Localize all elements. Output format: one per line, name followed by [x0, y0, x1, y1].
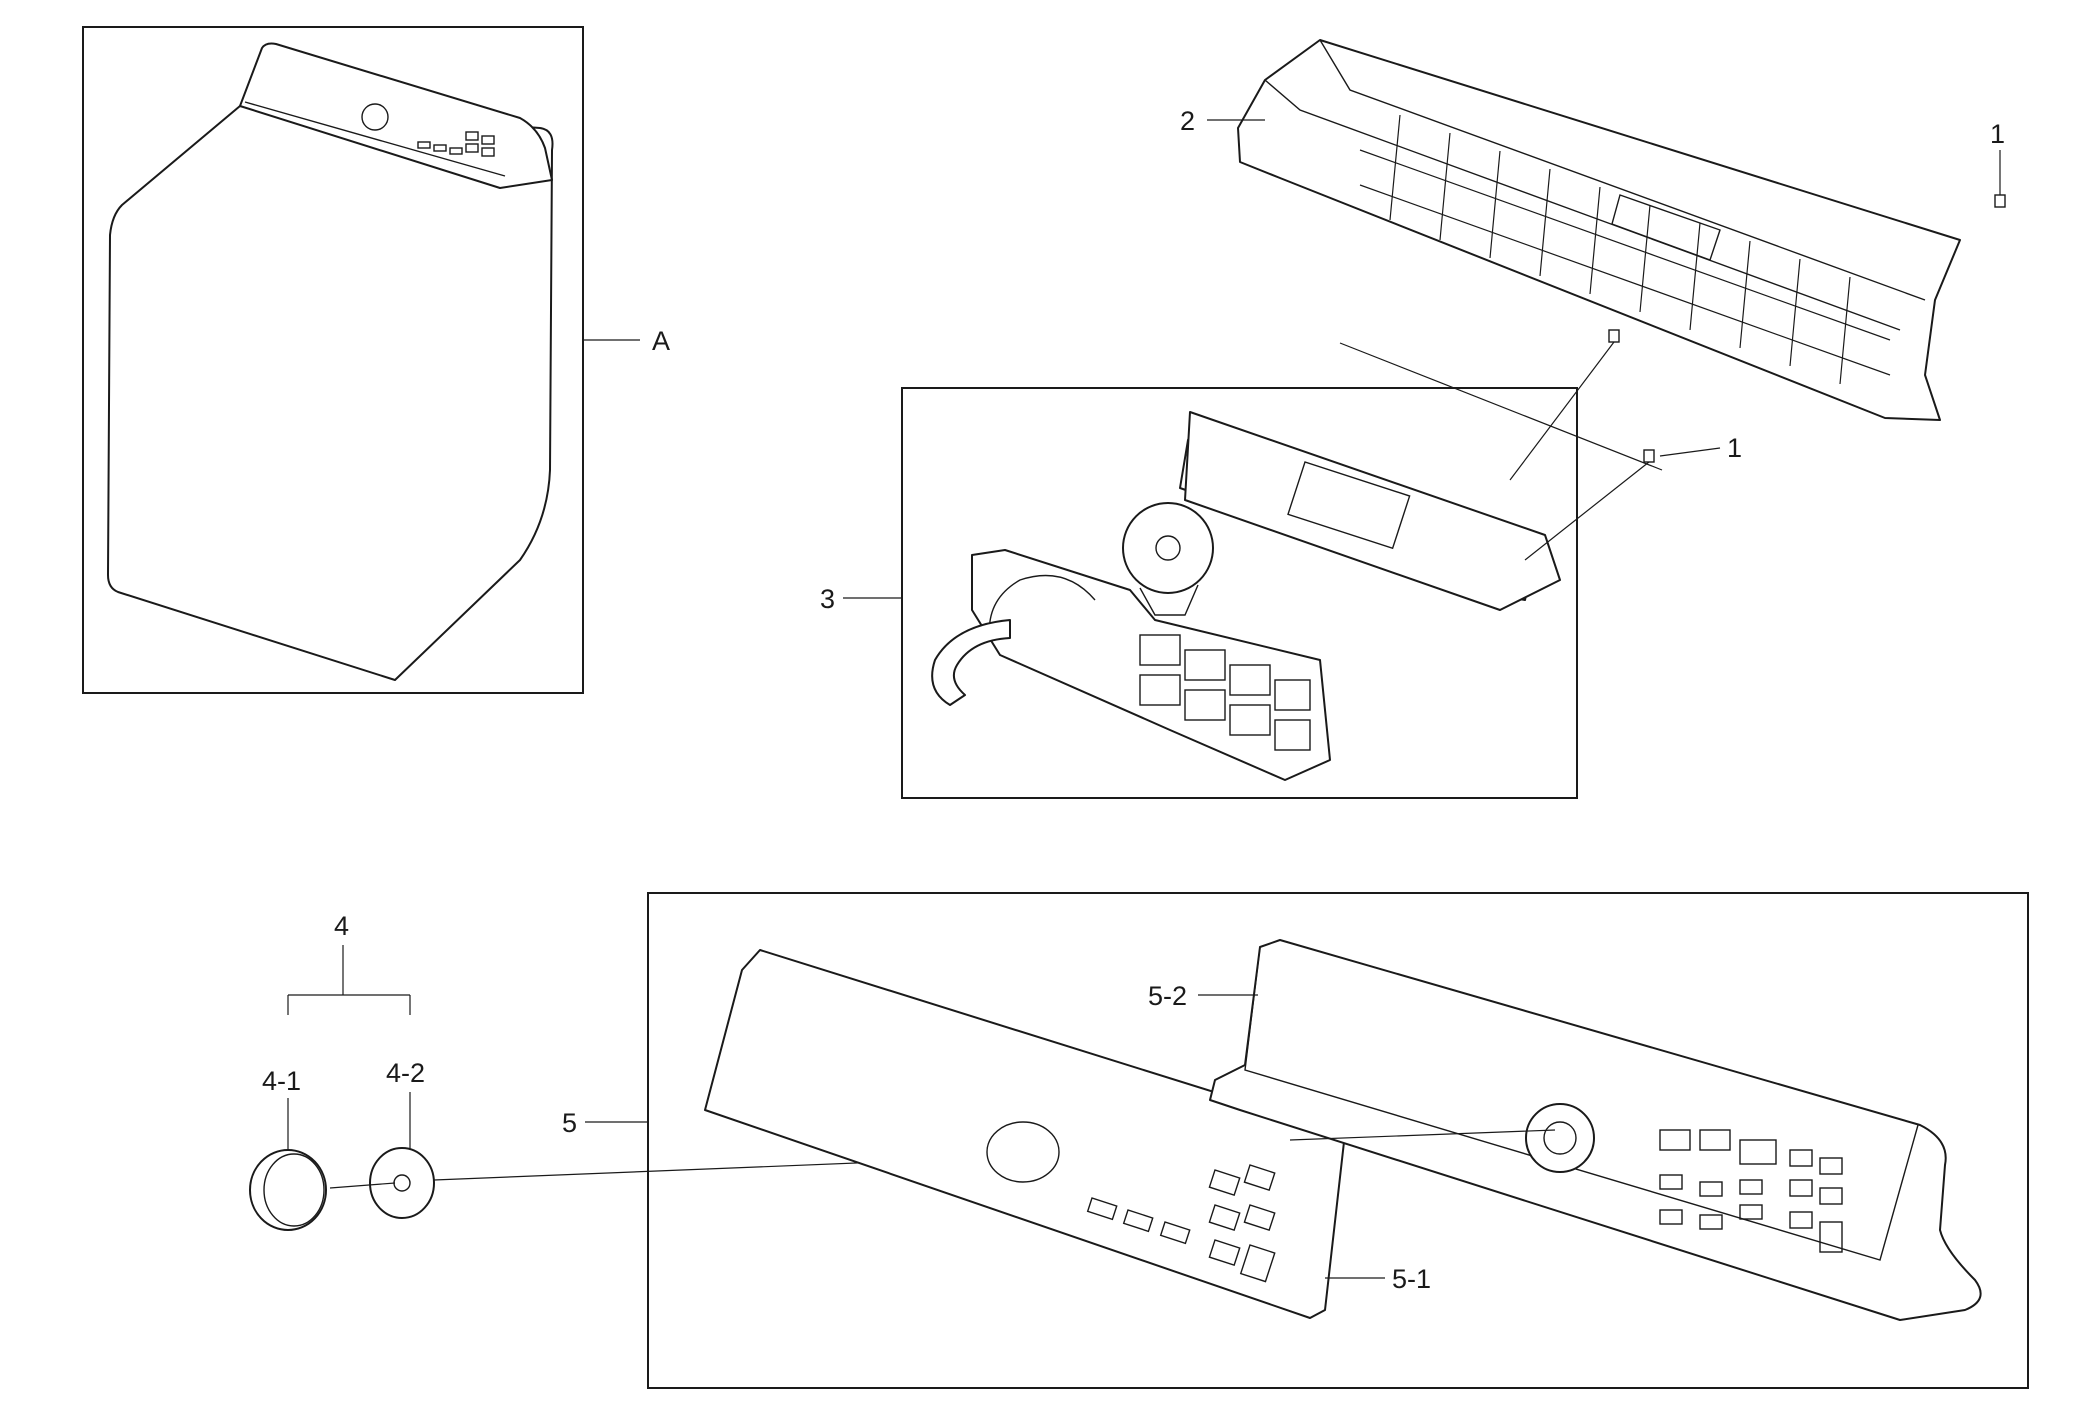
- part-4-knob-assembly: 4 4-1 4-2: [249, 911, 1006, 1231]
- pcb-bracket: [1184, 411, 1561, 611]
- assembly-a-washer: A: [82, 26, 670, 694]
- callout-3: 3: [820, 584, 835, 614]
- washer-dial: [361, 103, 389, 131]
- frame-5: [647, 892, 2029, 1389]
- pcb-dial-gear: [1122, 502, 1214, 594]
- screw-top: [1994, 194, 2006, 208]
- panel-housing-5-2: [1209, 939, 1982, 1321]
- overlay-button-windows: [1086, 1164, 1276, 1283]
- panel-overlay-5-1: [704, 949, 1346, 1319]
- callout-2: 2: [1180, 106, 1195, 136]
- washer-cabinet: [107, 105, 554, 681]
- screw-mid-2: [1643, 449, 1655, 463]
- callout-a: A: [652, 326, 670, 356]
- callout-5-1: 5-1: [1392, 1264, 1431, 1294]
- overlay-dial-hole: [986, 1121, 1060, 1183]
- panel-frame-body: [1237, 39, 1961, 421]
- callout-4-1: 4-1: [262, 1066, 301, 1096]
- part-3-pcb-assembly: 1 3: [820, 329, 1742, 799]
- knob-base: [369, 1147, 435, 1219]
- callout-5-2: 5-2: [1148, 981, 1187, 1011]
- callout-5: 5: [562, 1108, 577, 1138]
- pcb-display-window: [1287, 461, 1411, 550]
- callout-4: 4: [334, 911, 349, 941]
- pcb-ring-gasket: [931, 619, 1011, 706]
- pcb-relay-blocks: [1139, 634, 1311, 751]
- part-2-panel-frame: 2 1: [1180, 39, 2006, 421]
- callout-1-mid: 1: [1727, 433, 1742, 463]
- screw-mid-1: [1608, 329, 1620, 343]
- frame-a: [82, 26, 584, 694]
- part-5-control-panel: 5 5-1: [562, 892, 2029, 1389]
- housing-dial-mount: [1525, 1103, 1595, 1173]
- callout-1-top: 1: [1990, 119, 2005, 149]
- housing-button-grid: [1659, 1129, 1843, 1253]
- knob-cap: [249, 1149, 327, 1231]
- frame-3: [901, 387, 1578, 799]
- callout-4-2: 4-2: [386, 1058, 425, 1088]
- panel-frame-ribs: [1359, 114, 1891, 385]
